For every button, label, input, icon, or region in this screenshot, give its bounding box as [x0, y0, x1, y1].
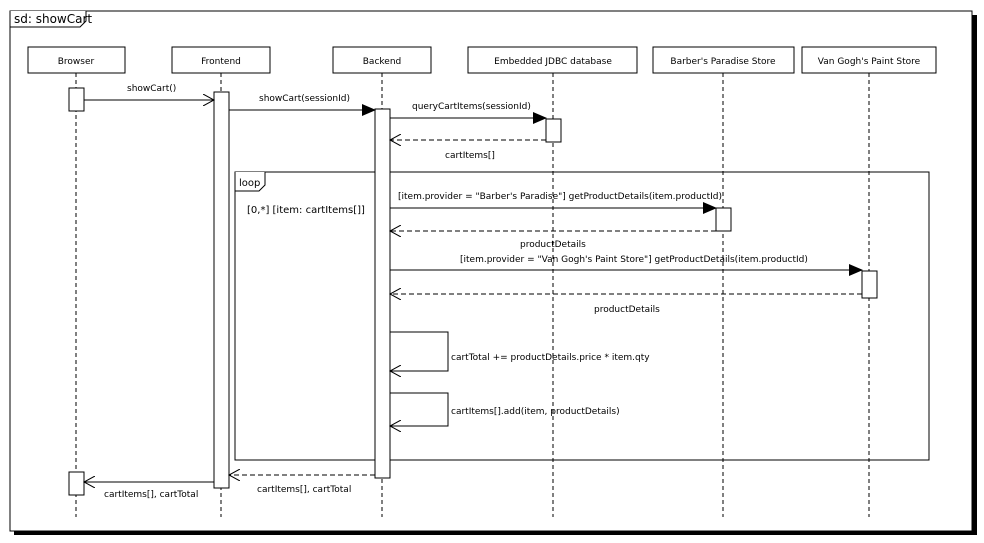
msg-vangogh-return-label: productDetails: [594, 305, 660, 315]
browser-label: Browser: [58, 57, 95, 67]
msg-query-label: queryCartItems(sessionId): [412, 102, 531, 112]
lifeline-heads: Browser Frontend Backend Embedded JDBC d…: [27, 46, 937, 74]
msg-vangogh-label: [item.provider = "Van Gogh's Paint Store…: [460, 255, 808, 265]
barber-activation: [715, 207, 732, 232]
message-labels: showCart() showCart(sessionId) queryCart…: [104, 84, 808, 500]
msg-frontend-return-label: cartItems[], cartTotal: [104, 490, 198, 500]
loop-operator-tab: [234, 172, 266, 192]
frontend-label: Frontend: [201, 57, 241, 67]
jdbc-head: [467, 46, 638, 74]
msg-add-self: [390, 392, 449, 426]
messages: [84, 100, 863, 482]
msg-carttotal-self: [390, 331, 449, 371]
browser-activation-2: [68, 471, 85, 496]
msg-showcart-session-label: showCart(sessionId): [259, 94, 350, 104]
vangogh-activation: [861, 270, 878, 299]
vangogh-head: [801, 46, 937, 74]
backend-activation: [374, 108, 391, 479]
msg-add-label: cartItems[].add(item, productDetails): [451, 407, 620, 417]
jdbc-label: Embedded JDBC database: [494, 57, 612, 67]
loop-fragment: loop [0,*] [item: cartItems[]]: [234, 171, 930, 461]
loop-operator: loop: [239, 178, 260, 189]
msg-barber-return-label: productDetails: [520, 240, 586, 250]
browser-activation-1: [68, 87, 85, 112]
jdbc-activation: [545, 118, 562, 143]
backend-head: [332, 46, 432, 74]
msg-barber-label: [item.provider = "Barber's Paradise"] ge…: [398, 192, 722, 202]
loop-frame: [234, 171, 930, 461]
diagram-frame: [9, 10, 973, 532]
frontend-head: [171, 46, 271, 74]
msg-backend-return-label: cartItems[], cartTotal: [257, 485, 351, 495]
msg-carttotal-label: cartTotal += productDetails.price * item…: [451, 353, 650, 363]
loop-guard: [0,*] [item: cartItems[]]: [247, 205, 365, 216]
vangogh-label: Van Gogh's Paint Store: [818, 57, 921, 67]
backend-label: Backend: [363, 57, 401, 67]
msg-showcart-label: showCart(): [127, 84, 176, 94]
barber-label: Barber's Paradise Store: [670, 57, 776, 67]
activations: [68, 87, 878, 496]
msg-cartitems-label: cartItems[]: [445, 151, 495, 161]
frame-title-tab: [9, 11, 87, 28]
frame-title: sd: showCart: [14, 12, 92, 26]
browser-head: [27, 46, 126, 74]
barber-head: [652, 46, 795, 74]
frontend-activation: [213, 91, 230, 489]
